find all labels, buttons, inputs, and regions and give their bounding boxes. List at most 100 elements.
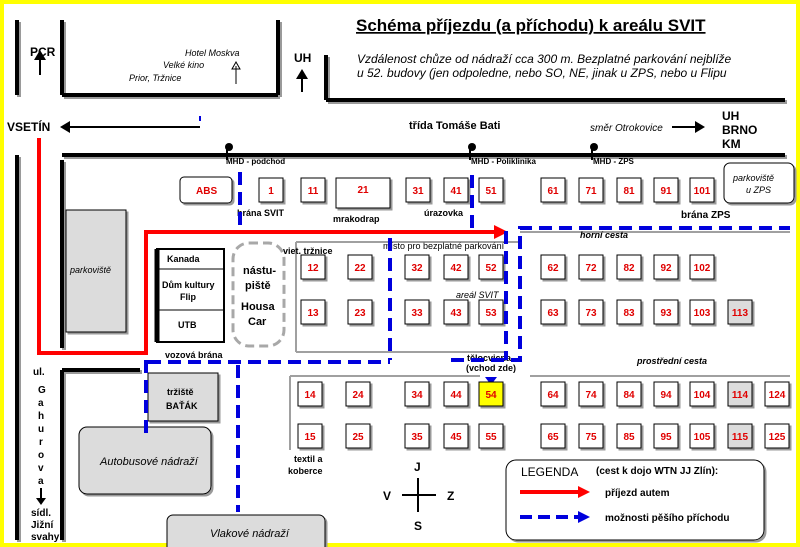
building-91: 91 [660,186,672,197]
building-125-box [764,423,790,449]
building-53-box [478,299,504,325]
arrow-vsetin-head-icon [60,121,70,133]
building-64-box [540,381,566,407]
building-113: 113 [732,308,749,319]
building-62-box [540,254,566,280]
building-73: 73 [585,308,597,319]
building-43-box [443,299,469,325]
svg-text:v: v [38,463,44,474]
svg-text:a: a [38,476,44,487]
mhd-stop-poliklinika: MHD - Poliklinika [468,143,536,166]
building-82: 82 [623,263,635,274]
building-mrakodrap [335,177,391,209]
label-otrokovice: směr Otrokovice [590,123,663,134]
market-batak [147,372,219,422]
bus-platform-housacar [231,241,286,348]
arrow-south-head-icon [36,498,46,505]
label-vchod: (vchod zde) [466,363,516,373]
label-pcr: PCR [30,45,56,59]
street-marker [199,116,201,121]
label-brana-svit: brána SVIT [237,208,285,218]
label-uh-east: UH [722,109,739,123]
label-koberce: koberce [288,466,323,476]
building-94: 94 [660,390,672,401]
label-jizni: Jižní [31,520,54,531]
building-51: 51 [485,186,497,197]
svg-text:LEGENDA: LEGENDA [521,465,578,479]
svg-text:r: r [39,437,43,448]
legend: LEGENDA (cest k dojo WTN JJ Zlín): příje… [505,459,765,541]
building-24-box [345,381,371,407]
building-114-box [727,381,753,407]
svg-text:Vlakové nádraží: Vlakové nádraží [210,528,290,540]
label-prostredni-cesta: prostřední cesta [636,356,707,366]
landmark-hotel-moskva: Hotel Moskva [185,48,240,58]
building-114: 114 [732,390,749,401]
building-12: 12 [307,263,319,274]
building-84: 84 [623,390,635,401]
building-103-box [689,299,715,325]
building-44: 44 [450,390,462,401]
svg-text:parkoviště: parkoviště [732,173,774,183]
building-41-box [443,177,469,203]
building-115-box [727,423,753,449]
label-areal-svit: areál SVIT [456,290,500,300]
label-mrakodrap: mrakodrap [333,214,380,224]
label-svahy: svahy [31,532,60,543]
arrow-pcr-head-icon [34,50,46,60]
arrow-hotel-head-icon [231,60,241,70]
building-102: 102 [694,263,711,274]
building-25: 25 [352,432,364,443]
svg-text:příjezd autem: příjezd autem [605,488,670,499]
building-72-box [578,254,604,280]
label-textil: textil a [294,454,324,464]
svg-text:MHD - podchod: MHD - podchod [226,157,285,166]
building-82-box [616,254,642,280]
building-102-box [689,254,715,280]
building-105-box [689,423,715,449]
svg-text:Z: Z [447,489,454,503]
map-subtitle-2: u 52. budovy (jen odpoledne, nebo SO, NE… [357,66,727,80]
building-15: 15 [304,432,316,443]
car-route [37,138,495,355]
map-title: Schéma příjezdu (a příchodu) k areálu SV… [356,16,706,35]
svg-text:V: V [383,489,391,503]
building-32-box [404,254,430,280]
building-61: 61 [547,186,559,197]
svg-text:Flip: Flip [180,292,196,302]
label-brana-zps: brána ZPS [681,210,731,221]
svg-text:o: o [38,450,44,461]
svg-text:MHD - Poliklinika: MHD - Poliklinika [471,157,536,166]
building-104: 104 [694,390,711,401]
building-95: 95 [660,432,672,443]
building-95-box [653,423,679,449]
svg-text:G: G [38,385,46,396]
svg-text:h: h [38,411,44,422]
building-85-box [616,423,642,449]
label-sidl: sídl. [31,508,51,519]
block-kanada [156,248,225,343]
building-113-box [727,299,753,325]
building-104-box [689,381,715,407]
building-52: 52 [485,263,497,274]
car-route-head-icon [494,225,508,239]
svg-text:parkoviště: parkoviště [69,265,111,275]
building-44-box [443,381,469,407]
building-15-box [297,423,323,449]
building-1: 1 [268,186,274,197]
building-124: 124 [769,390,786,401]
building-32: 32 [411,263,423,274]
campus-paths [289,231,790,450]
building-73-box [578,299,604,325]
svg-text:BAŤÁK: BAŤÁK [166,400,198,411]
building-35: 35 [411,432,423,443]
building-23-box [347,299,373,325]
building-75: 75 [585,432,597,443]
building-33-box [404,299,430,325]
building-74-box [578,381,604,407]
label-brno: BRNO [722,123,757,137]
building-45: 45 [450,432,462,443]
label-parking-free: místo pro bezplatné parkování [383,241,505,251]
